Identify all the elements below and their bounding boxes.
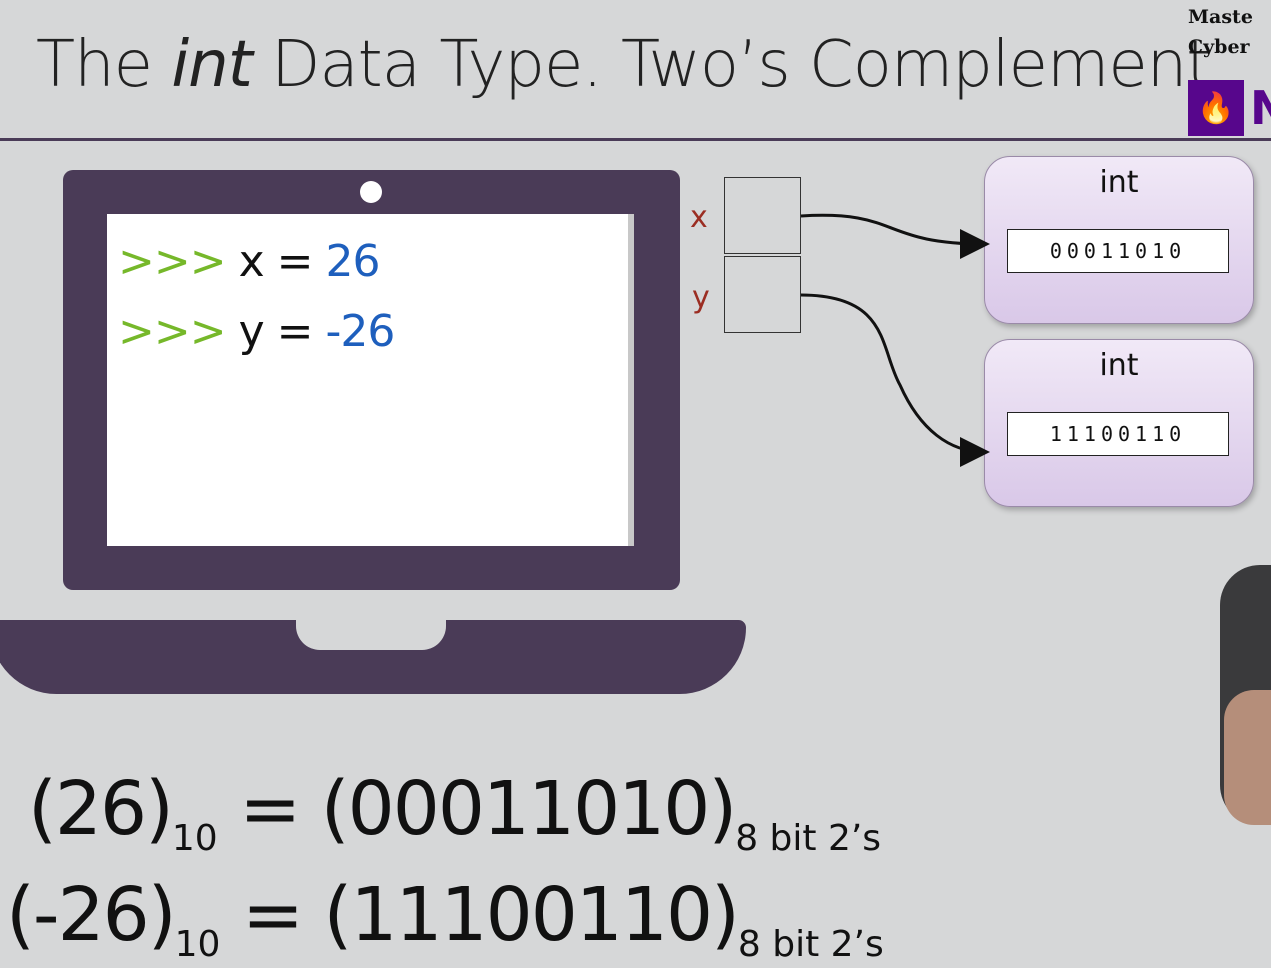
torch-icon: 🔥 [1188,80,1244,136]
bit-pattern: 11100110 [1007,412,1229,456]
equation-rhs-base: 8 bit 2’s [735,818,882,859]
brand-line-1: Maste [1188,6,1253,28]
title-pre: The [36,28,172,102]
code-assignment: x = [238,236,314,287]
shell-prompt: >>> [118,236,227,287]
bit-pattern: 00011010 [1007,229,1229,273]
equation-rhs: (00011010) [320,766,737,852]
python-shell-screen [107,214,634,546]
int-object-1: int 00011010 [984,156,1254,324]
equation-rhs: (11100110) [323,872,740,958]
object-type-label: int [1099,165,1139,200]
equation-lhs: (26) [28,766,174,852]
title-italic: int [171,28,252,102]
arrow-x [800,213,990,259]
variable-box-y [724,256,801,333]
equation-lhs-base: 10 [171,818,218,859]
equation-1: (26)10 = (00011010)8 bit 2’s [28,766,881,859]
equation-equals: = [241,872,304,958]
laptop-notch [296,620,446,650]
title-post: Data Type. Two’s Complement [251,28,1211,102]
slide-title: The int Data Type. Two’s Complement [36,28,1211,102]
object-type-label: int [1099,348,1139,383]
equation-lhs-base: 10 [174,924,221,965]
title-divider [0,138,1271,141]
brand-text: Maste Cyber [1188,2,1253,62]
code-line-1: >>> x = 26 [118,236,381,287]
code-value: -26 [325,306,396,357]
int-object-2: int 11100110 [984,339,1254,507]
variable-box-x [724,177,801,254]
code-value: 26 [325,236,381,287]
code-line-2: >>> y = -26 [118,306,396,357]
equation-equals: = [239,766,301,852]
variable-label-x: x [690,200,708,235]
arrow-y [800,293,990,467]
shell-prompt: >>> [118,306,227,357]
equation-rhs-base: 8 bit 2’s [737,924,884,965]
variable-label-y: y [692,280,710,315]
code-assignment: y = [238,306,314,357]
equation-lhs: (-26) [6,872,177,958]
brand-logo-letter: N [1250,81,1271,135]
brand-line-2: Cyber [1188,36,1250,58]
camera-icon [360,181,382,203]
presenter-arm [1224,690,1271,825]
equation-2: (-26)10 = (11100110)8 bit 2’s [6,872,884,965]
